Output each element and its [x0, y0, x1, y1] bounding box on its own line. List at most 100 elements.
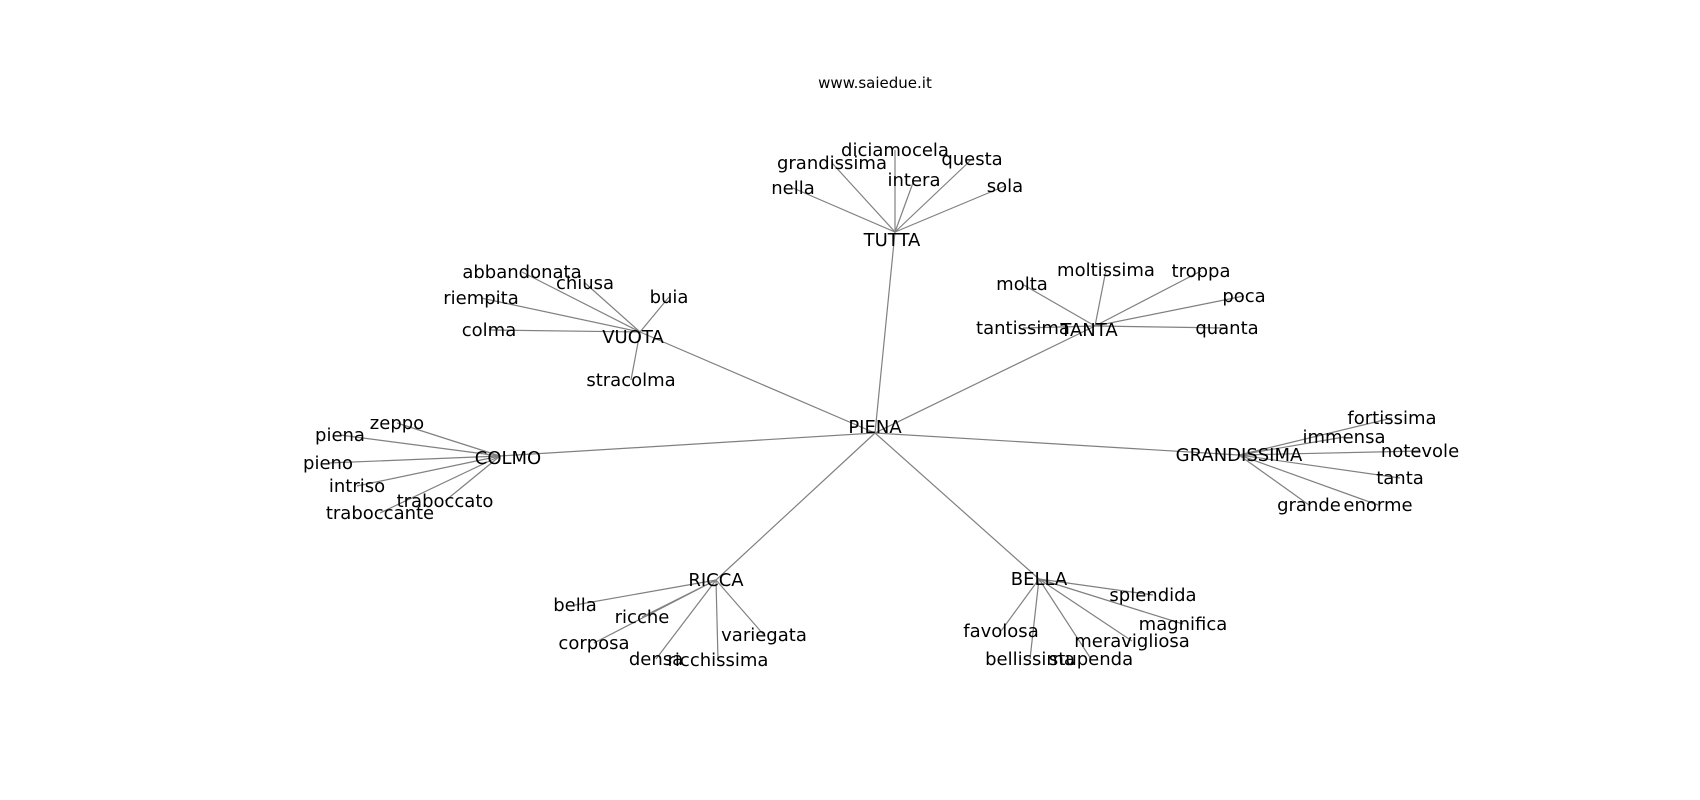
edge-colmo-intriso	[356, 455, 501, 487]
node-leaf-quanta: quanta	[1195, 318, 1258, 339]
node-leaf-zeppo: zeppo	[370, 413, 424, 434]
edge-bella-meravigliosa	[1038, 578, 1133, 642]
node-leaf-variegata: variegata	[721, 625, 807, 646]
node-leaf-diciamocela: diciamocela	[841, 140, 949, 161]
edge-ricca-ricchissima	[715, 579, 719, 661]
node-leaf-riempita: riempita	[443, 288, 519, 309]
edge-tanta-troppa	[1094, 270, 1202, 327]
node-leaf-traboccante: traboccante	[326, 503, 434, 524]
edge-vuota-buia	[639, 296, 670, 333]
node-leaf-pieno: pieno	[303, 453, 353, 474]
edge-tutta-nella	[792, 187, 896, 233]
edge-bella-favolosa	[1000, 578, 1040, 632]
edge-root-grandissima	[874, 432, 1240, 456]
edge-bella-magnifica	[1038, 578, 1184, 625]
edge-tanta-molta	[1021, 283, 1096, 327]
node-leaf-favolosa: favolosa	[963, 621, 1038, 642]
edge-colmo-zeppo	[396, 422, 501, 457]
node-leaf-nella: nella	[771, 178, 815, 199]
node-leaf-troppa: troppa	[1172, 261, 1231, 282]
node-leaf-immensa: immensa	[1303, 427, 1386, 448]
node-leaf-grandissima: grandissima	[777, 153, 887, 174]
edge-colmo-piena	[339, 434, 501, 457]
edge-tutta-sola	[894, 185, 1006, 233]
edge-vuota-stracolma	[630, 331, 641, 381]
node-hub-tanta: TANTA	[1059, 320, 1118, 341]
node-hub-tutta: TUTTA	[863, 230, 921, 251]
node-leaf-enorme: enorme	[1343, 495, 1412, 516]
node-leaf-bellissima: bellissima	[985, 649, 1075, 670]
node-leaf-traboccato: traboccato	[397, 491, 494, 512]
edge-tanta-quanta	[1094, 325, 1228, 329]
node-leaf-chiusa: chiusa	[556, 273, 614, 294]
edge-vuota-riempita	[480, 297, 641, 333]
node-leaf-grande: grande	[1277, 495, 1341, 516]
node-leaf-abbandonata: abbandonata	[462, 262, 581, 283]
node-root: PIENA	[848, 417, 902, 438]
edge-root-bella	[874, 432, 1040, 580]
node-leaf-meravigliosa: meravigliosa	[1074, 631, 1190, 652]
edge-root-tanta	[874, 325, 1096, 434]
node-leaf-ricchissima: ricchissima	[668, 650, 769, 671]
edge-root-ricca	[715, 432, 876, 581]
node-leaf-moltissima: moltissima	[1057, 260, 1155, 281]
edge-bella-splendida	[1038, 578, 1154, 596]
edge-root-colmo	[499, 432, 876, 457]
edge-root-vuota	[639, 331, 876, 434]
node-leaf-intera: intera	[888, 170, 941, 191]
edge-tutta-questa	[894, 158, 973, 233]
edge-tanta-poca	[1094, 295, 1245, 327]
node-hub-ricca: RICCA	[688, 570, 744, 591]
edge-grandissima-tanta	[1238, 454, 1401, 479]
node-leaf-intriso: intriso	[329, 476, 385, 497]
edge-ricca-variegata	[715, 579, 765, 636]
node-hub-bella: BELLA	[1011, 569, 1068, 590]
edge-colmo-traboccante	[379, 455, 501, 514]
node-leaf-questa: questa	[941, 149, 1002, 170]
edge-colmo-traboccato	[444, 455, 501, 502]
node-hub-vuota: VUOTA	[602, 327, 664, 348]
edge-grandissima-enorme	[1238, 454, 1379, 506]
edge-bella-bellissima	[1029, 578, 1040, 660]
node-leaf-stupenda: stupenda	[1049, 649, 1133, 670]
edge-grandissima-immensa	[1238, 436, 1345, 456]
edge-tutta-grandissima	[831, 162, 896, 233]
edge-vuota-colma	[488, 329, 641, 333]
edge-ricca-corposa	[593, 579, 717, 644]
edge-colmo-pieno	[327, 455, 501, 464]
node-leaf-molta: molta	[996, 274, 1048, 295]
node-leaf-piena: piena	[315, 425, 365, 446]
node-leaf-corposa: corposa	[558, 633, 629, 654]
node-leaf-splendida: splendida	[1109, 585, 1196, 606]
node-leaf-bella: bella	[553, 595, 597, 616]
site-label: www.saiedue.it	[818, 74, 932, 92]
node-leaf-poca: poca	[1222, 286, 1265, 307]
edge-root-tutta	[874, 231, 896, 434]
edge-tanta-moltissima	[1094, 269, 1107, 327]
node-leaf-fortissima: fortissima	[1347, 408, 1436, 429]
edge-tanta-tantissima	[1022, 325, 1096, 329]
edge-bella-stupenda	[1038, 578, 1092, 660]
node-hub-grandissima: GRANDISSIMA	[1176, 445, 1303, 466]
node-leaf-colma: colma	[462, 320, 516, 341]
edge-ricca-bella	[574, 579, 717, 606]
node-leaf-stracolma: stracolma	[586, 370, 675, 391]
node-leaf-ricche: ricche	[615, 607, 670, 628]
node-leaf-buia: buia	[650, 287, 689, 308]
edge-ricca-densa	[655, 579, 717, 660]
edges	[327, 150, 1421, 661]
node-leaf-tantissima: tantissima	[976, 318, 1070, 339]
edge-vuota-chiusa	[584, 282, 641, 333]
edge-tutta-intera	[894, 179, 915, 233]
node-leaf-notevole: notevole	[1381, 441, 1459, 462]
node-leaf-tanta: tanta	[1376, 468, 1424, 489]
edge-vuota-abbandonata	[521, 271, 641, 333]
node-leaf-sola: sola	[987, 176, 1023, 197]
edge-grandissima-grande	[1238, 454, 1310, 506]
node-leaf-magnifica: magnifica	[1139, 614, 1228, 635]
edge-grandissima-notevole	[1238, 450, 1421, 456]
node-hub-colmo: COLMO	[475, 448, 541, 469]
node-leaf-densa: densa	[629, 649, 683, 670]
